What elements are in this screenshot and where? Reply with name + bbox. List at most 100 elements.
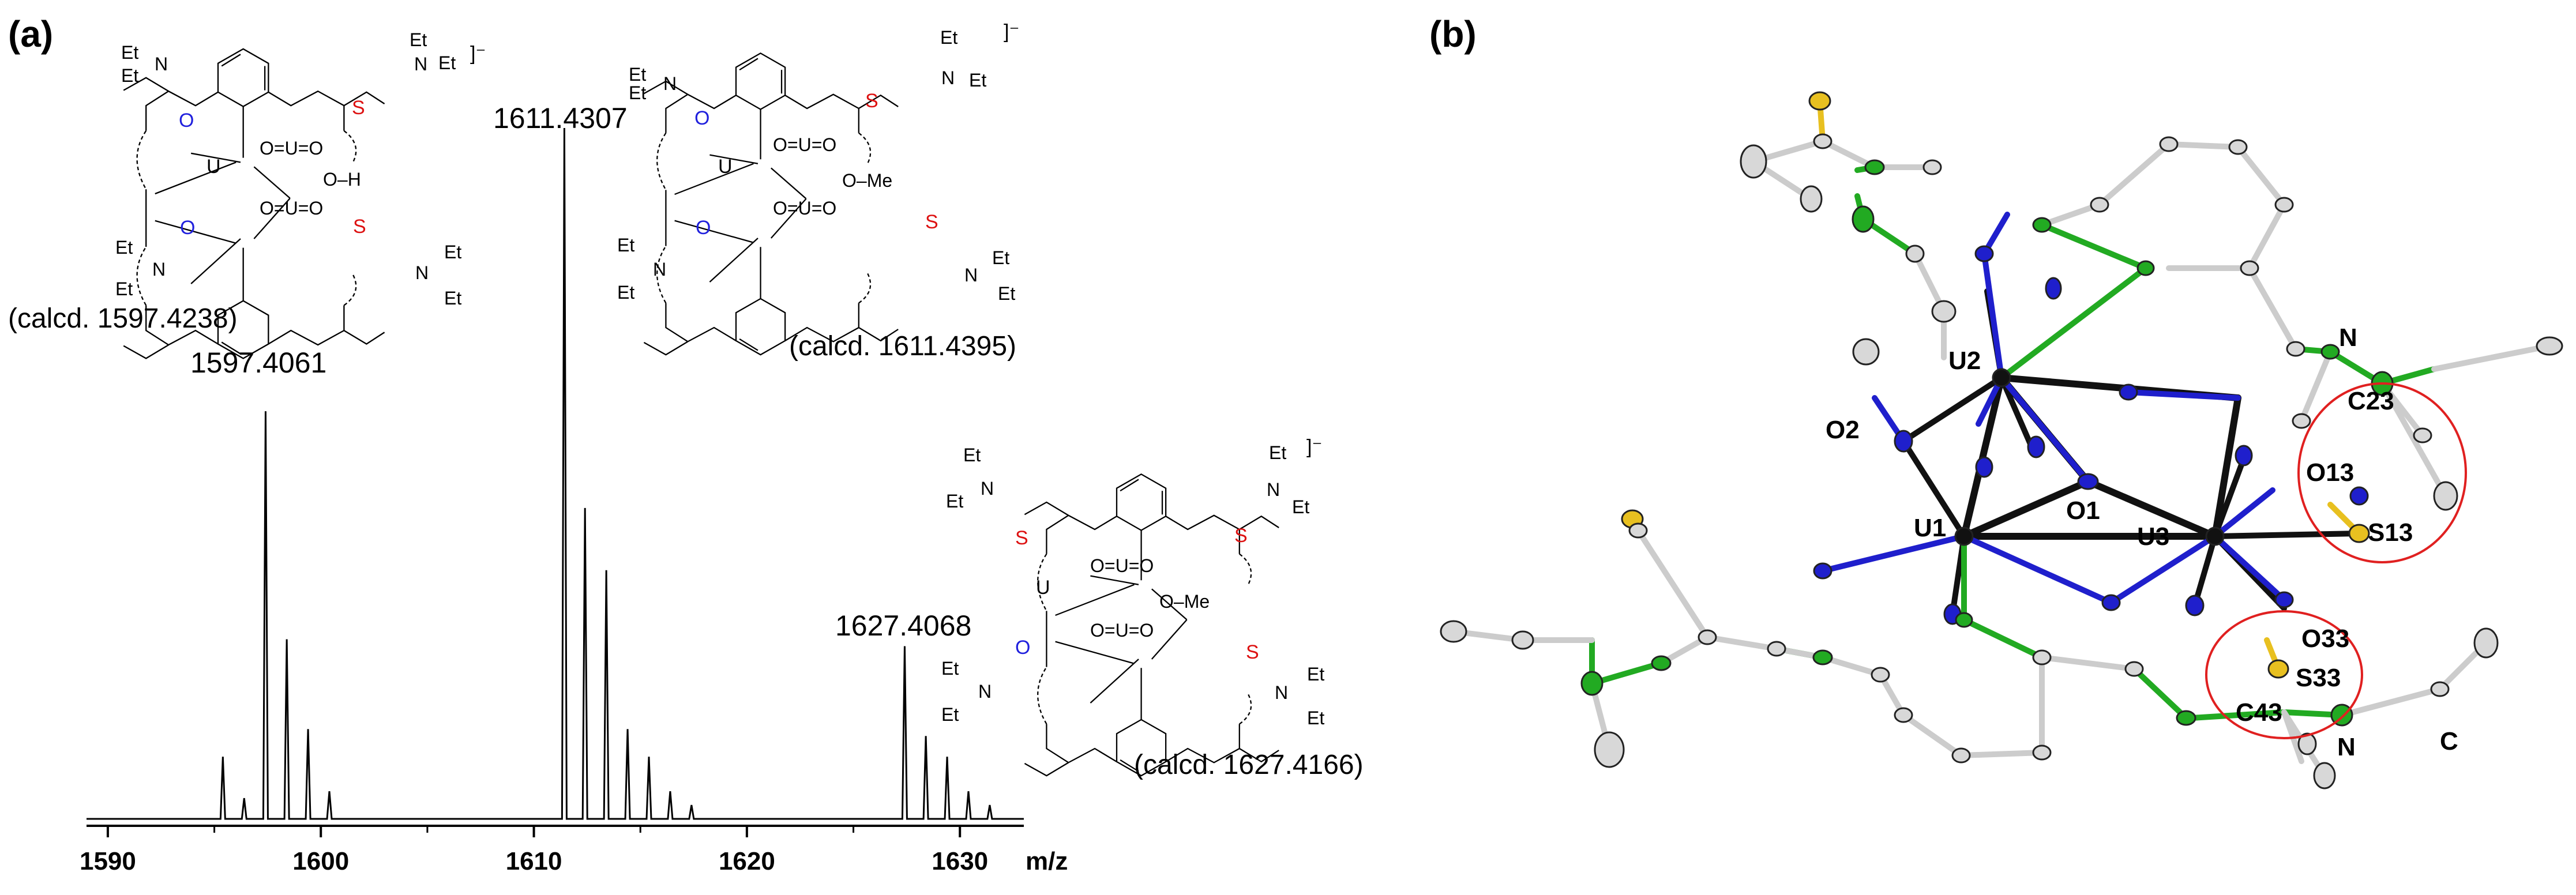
- svg-text:N: N: [155, 54, 168, 74]
- panel-b-label: (b): [1429, 13, 1477, 55]
- svg-text:N: N: [663, 73, 677, 94]
- svg-text:Et: Et: [438, 52, 456, 73]
- svg-text:S: S: [925, 211, 938, 233]
- svg-text:S: S: [1234, 525, 1248, 547]
- svg-text:O: O: [696, 217, 711, 239]
- structure-3-labels: Et Et N Et Et N S O S S U O=U=O O=U=O O–…: [941, 436, 1324, 728]
- spectrum-trace: [87, 127, 1024, 820]
- atom-label-N-lower: N: [2337, 733, 2356, 761]
- svg-text:Et: Et: [115, 279, 133, 299]
- svg-text:S: S: [1015, 527, 1028, 549]
- svg-text:U: U: [1036, 577, 1050, 599]
- svg-text:O=U=O: O=U=O: [773, 198, 836, 219]
- svg-text:Et: Et: [121, 42, 138, 63]
- svg-text:N: N: [978, 681, 992, 702]
- svg-text:O: O: [1015, 637, 1030, 659]
- svg-text:N: N: [1267, 479, 1280, 500]
- calcd-label-1611: (calcd. 1611.4395): [789, 331, 1016, 362]
- atom-label-O13: O13: [2306, 458, 2354, 487]
- svg-text:O–H: O–H: [323, 169, 361, 190]
- svg-text:N: N: [1275, 682, 1288, 703]
- svg-text:O: O: [179, 110, 194, 131]
- x-tick-label-1620: 1620: [719, 847, 775, 875]
- peak-label-1597: 1597.4061: [190, 347, 326, 379]
- svg-text:Et: Et: [940, 27, 957, 48]
- svg-text:S: S: [1246, 641, 1259, 663]
- svg-text:Et: Et: [1292, 497, 1309, 517]
- svg-text:S: S: [865, 90, 878, 112]
- svg-text:Et: Et: [969, 70, 986, 91]
- calcd-label-1597: (calcd. 1597.4238): [8, 303, 238, 334]
- svg-text:Et: Et: [963, 445, 981, 465]
- peak-label-1627: 1627.4068: [835, 610, 971, 642]
- svg-text:O: O: [694, 107, 709, 129]
- svg-text:O=U=O: O=U=O: [260, 138, 323, 159]
- svg-text:U: U: [206, 156, 221, 178]
- atom-label-S13: S13: [2368, 518, 2413, 547]
- svg-text:Et: Et: [444, 242, 461, 262]
- svg-text:N: N: [941, 67, 955, 88]
- atom-label-C23: C23: [2348, 387, 2394, 415]
- atom-label-C: C: [2440, 727, 2458, 755]
- svg-text:Et: Et: [992, 247, 1009, 268]
- atom-label-O1: O1: [2066, 497, 2100, 525]
- atom-label-N-upper: N: [2339, 324, 2357, 352]
- svg-text:O–Me: O–Me: [842, 170, 892, 191]
- atom-label-C43: C43: [2236, 698, 2282, 727]
- crystal-structure: U2 U1 U3 O1 O2 O13 O33 S13 S33 C23 C43 N…: [1440, 91, 2563, 789]
- atom-label-U1: U1: [1914, 514, 1946, 542]
- svg-text:S: S: [352, 97, 365, 119]
- svg-text:O–Me: O–Me: [1159, 591, 1210, 612]
- svg-text:N: N: [415, 262, 429, 283]
- x-tick-label-1610: 1610: [506, 847, 562, 875]
- svg-text:Et: Et: [998, 283, 1015, 304]
- svg-text:Et: Et: [1307, 664, 1324, 685]
- svg-text:Et: Et: [115, 237, 133, 258]
- svg-text:Et: Et: [121, 65, 138, 86]
- atom-label-U2: U2: [1948, 347, 1981, 375]
- x-tick-label-1630: 1630: [932, 847, 988, 875]
- svg-text:]⁻: ]⁻: [1306, 436, 1322, 458]
- svg-text:S: S: [353, 216, 366, 238]
- svg-text:Et: Et: [444, 288, 461, 309]
- svg-text:N: N: [653, 259, 666, 280]
- structure-1-labels: Et Et N Et Et N O O S S U O=U=O O=U=O O–…: [115, 29, 486, 309]
- svg-text:Et: Et: [629, 82, 646, 103]
- mass-spectrum: 1590 1600 1610 1620 1630 m/z 1597.4061 (calc…: [8, 102, 1364, 875]
- svg-text:N: N: [152, 259, 166, 280]
- svg-text:N: N: [414, 54, 427, 74]
- x-tick-label-1590: 1590: [80, 847, 136, 875]
- structure-2-labels: Et Et N Et Et N O O S S U O=U=O O=U=O O–…: [617, 21, 1019, 304]
- highlight-circle-lower: [2205, 610, 2363, 739]
- svg-text:Et: Et: [629, 64, 646, 85]
- x-axis-label: m/z: [1026, 847, 1068, 875]
- atom-label-O2: O2: [1826, 416, 1860, 444]
- svg-text:U: U: [718, 156, 733, 178]
- svg-text:Et: Et: [941, 704, 959, 725]
- svg-text:Et: Et: [1307, 708, 1324, 728]
- svg-text:Et: Et: [617, 235, 634, 255]
- highlight-circle-upper: [2297, 382, 2467, 563]
- svg-text:O=U=O: O=U=O: [773, 134, 836, 155]
- structure-2: [643, 52, 899, 356]
- svg-text:Et: Et: [946, 491, 963, 512]
- svg-text:O=U=O: O=U=O: [1090, 555, 1154, 576]
- svg-text:]⁻: ]⁻: [470, 43, 486, 65]
- peak-label-1611: 1611.4307: [493, 102, 628, 134]
- panel-a-label: (a): [8, 13, 54, 55]
- atom-label-O33: O33: [2301, 625, 2349, 653]
- svg-text:Et: Et: [617, 282, 634, 303]
- svg-text:O=U=O: O=U=O: [1090, 620, 1154, 641]
- svg-text:Et: Et: [941, 658, 959, 679]
- x-tick-label-1600: 1600: [292, 847, 349, 875]
- svg-text:N: N: [981, 478, 994, 499]
- svg-text:O=U=O: O=U=O: [260, 198, 323, 219]
- atom-label-U3: U3: [2137, 522, 2169, 551]
- svg-text:N: N: [964, 265, 978, 285]
- atom-label-S33: S33: [2296, 664, 2341, 692]
- svg-text:Et: Et: [1269, 442, 1286, 463]
- svg-text:O: O: [180, 217, 195, 239]
- svg-text:Et: Et: [410, 29, 427, 50]
- svg-text:]⁻: ]⁻: [1004, 21, 1019, 43]
